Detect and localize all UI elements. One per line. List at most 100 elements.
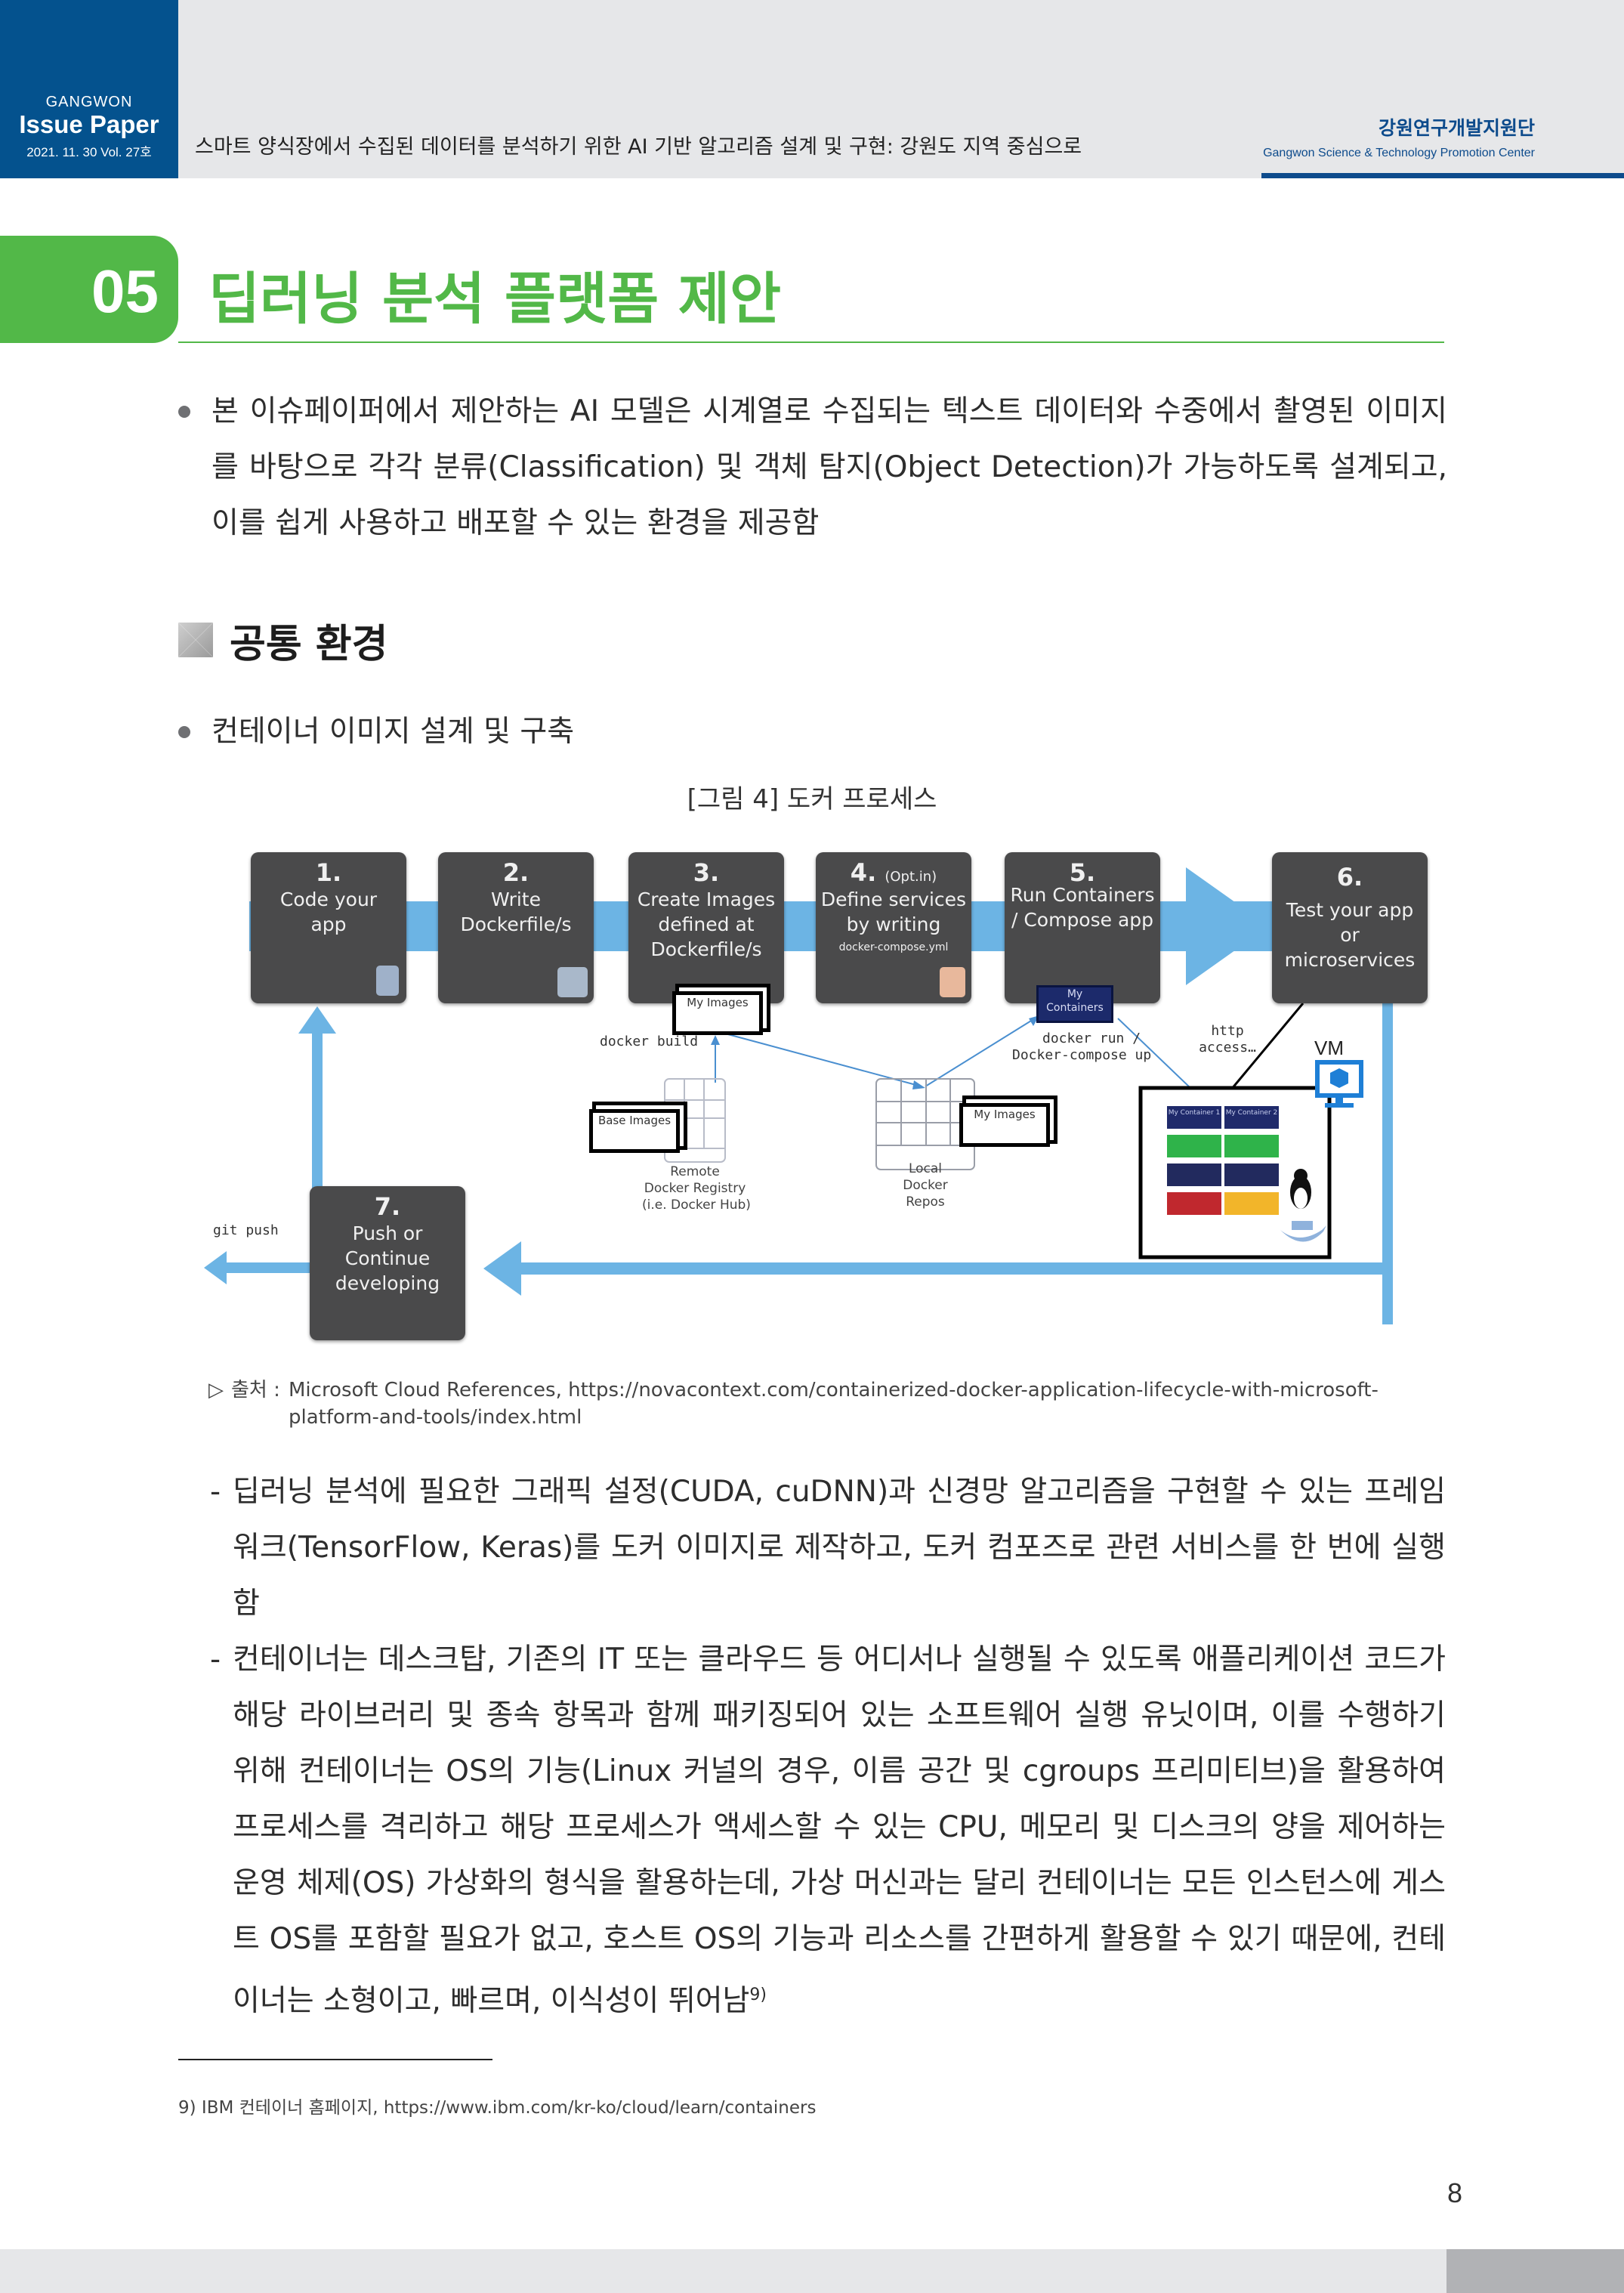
- build-arrowhead-icon: [711, 1035, 720, 1045]
- issue-paper-logo: GANGWON Issue Paper 2021. 11. 30 Vol. 27…: [0, 0, 178, 178]
- step-label: Write Dockerfile/s: [460, 888, 572, 935]
- right-flow-line: [1382, 1003, 1393, 1324]
- docker-whale-icon: [557, 967, 588, 997]
- footer-bar: [0, 2249, 1446, 2293]
- arrow-to-step1-icon: [298, 1006, 336, 1034]
- linux-penguin-icon: [1290, 1169, 1311, 1209]
- section-number: 05: [91, 258, 159, 325]
- local-repo-icon: [875, 1078, 975, 1170]
- arrow-to-step6-icon: [1186, 867, 1269, 985]
- container-1-layer: [1167, 1163, 1221, 1186]
- remote-registry-label: Remote Docker Registry (i.e. Docker Hub): [642, 1163, 751, 1213]
- step-5-box: 5. Run Containers / Compose app: [1005, 852, 1160, 1003]
- dash-marker: -: [210, 1642, 221, 1676]
- page-number: 8: [1447, 2177, 1463, 2208]
- step-label: Run Containers / Compose app: [1010, 884, 1155, 931]
- organization-name-en: Gangwon Science & Technology Promotion C…: [1263, 147, 1535, 159]
- step-number: 1.: [315, 858, 342, 887]
- paragraph-text: 컨테이너는 데스크탑, 기존의 IT 또는 클라우드 등 어디서나 실행될 수 …: [233, 1632, 1446, 2029]
- compose-icon: [940, 967, 965, 997]
- docker-process-diagram: 1. Code your app 2. Write Dockerfile/s 3…: [204, 837, 1443, 1351]
- my-containers-box: My Containers: [1036, 985, 1113, 1023]
- paragraph-1: - 딥러닝 분석에 필요한 그래픽 설정(CUDA, cuDNN)과 신경망 알…: [210, 1464, 1446, 1632]
- section-divider: [178, 341, 1444, 343]
- step-6-box: 6. Test your app or microservices: [1272, 852, 1428, 1003]
- intro-bullet: 본 이슈페이퍼에서 제안하는 AI 모델은 시계열로 수집되는 텍스트 데이터와…: [178, 384, 1447, 558]
- document-icon: [376, 966, 399, 996]
- remote-registry-line: Remote: [670, 1164, 720, 1179]
- to-local-repo-arrowhead-icon: [912, 1080, 925, 1089]
- container-2-layer: [1224, 1106, 1279, 1129]
- bottom-flow-line: [521, 1262, 1393, 1275]
- step-number: 4.: [850, 858, 877, 887]
- paragraph-text: 딥러닝 분석에 필요한 그래픽 설정(CUDA, cuDNN)과 신경망 알고리…: [233, 1475, 1446, 1621]
- source-label: 출처 :: [231, 1379, 280, 1401]
- step-2-box: 2. Write Dockerfile/s: [438, 852, 594, 1003]
- container-1-layer: [1167, 1192, 1221, 1215]
- step-number: 3.: [693, 858, 720, 887]
- step-4-box: 4. (Opt.in) Define services by writing d…: [816, 852, 971, 1003]
- subheading-text: 공통 환경: [230, 622, 388, 667]
- sub-bullet: 컨테이너 이미지 설계 및 구축: [178, 704, 1447, 760]
- footer-bar-accent: [1446, 2249, 1624, 2293]
- source-text: Microsoft Cloud References, https://nova…: [289, 1379, 1379, 1429]
- step-optional: (Opt.in): [885, 869, 937, 885]
- brand-name: Issue Paper: [19, 110, 159, 138]
- container-1-layer: [1167, 1106, 1221, 1129]
- docker-compose-up-label: Docker-compose up: [1012, 1047, 1152, 1063]
- step-7-box: 7. Push or Continue developing: [310, 1186, 465, 1340]
- container-2-layer: [1224, 1163, 1279, 1186]
- docker-build-label: docker build: [600, 1034, 699, 1049]
- sub-bullet-text: 컨테이너 이미지 설계 및 구축: [211, 715, 575, 749]
- git-push-label: git push: [213, 1222, 279, 1238]
- organization-name-ko: 강원연구개발지원단: [1378, 117, 1535, 139]
- bullet-dot-icon: [178, 406, 190, 418]
- intro-bullet-text: 본 이슈페이퍼에서 제안하는 AI 모델은 시계열로 수집되는 텍스트 데이터와…: [211, 394, 1447, 540]
- header-accent-bar: [1261, 173, 1624, 178]
- docker-whale-icon: [1280, 1221, 1326, 1242]
- vm-monitor-icon: [1315, 1060, 1363, 1108]
- paragraph-2: - 컨테이너는 데스크탑, 기존의 IT 또는 클라우드 등 어디서나 실행될 …: [210, 1632, 1446, 2025]
- container-2-label: My Container 2: [1225, 1109, 1278, 1117]
- step-3-box: 3. Create Images defined at Dockerfile/s: [628, 852, 784, 1003]
- organization: 강원연구개발지원단 Gangwon Science & Technology P…: [1263, 113, 1535, 160]
- step-sublabel: docker-compose.yml: [838, 941, 949, 953]
- git-push-line: [219, 1262, 321, 1273]
- remote-registry-line: (i.e. Docker Hub): [642, 1197, 751, 1213]
- square-marker-icon: [178, 623, 213, 657]
- footnote-reference[interactable]: 9): [749, 1986, 767, 2004]
- page-header: GANGWON Issue Paper 2021. 11. 30 Vol. 27…: [0, 0, 1624, 178]
- arrow-to-step7-icon: [483, 1241, 521, 1296]
- source-marker-icon: ▷: [208, 1379, 224, 1401]
- http-label: http: [1211, 1023, 1244, 1039]
- base-images-stack: Base Images: [589, 1109, 680, 1153]
- step-label: Define services by writing: [820, 888, 967, 935]
- section-number-badge: 05: [0, 236, 178, 343]
- figure-caption: [그림 4] 도커 프로세스: [687, 784, 937, 814]
- step-1-box: 1. Code your app: [251, 852, 406, 1003]
- to-local-repo-arrow: [724, 1033, 922, 1087]
- container-2-layer: [1224, 1192, 1279, 1215]
- step-label: Test your app or microservices: [1284, 899, 1416, 971]
- local-repos-line: Repos: [906, 1194, 945, 1210]
- brand-top: GANGWON: [45, 94, 133, 110]
- my-images-stack: My Images: [672, 991, 763, 1035]
- to-containers-arrow: [925, 1018, 1036, 1087]
- container-layers: [1167, 1106, 1279, 1215]
- document-title: 스마트 양식장에서 수집된 데이터를 분석하기 위한 AI 기반 알고리즘 설계…: [195, 135, 1082, 159]
- step-label: Push or Continue developing: [335, 1222, 440, 1294]
- brand-date: 2021. 11. 30 Vol. 27호: [26, 145, 152, 159]
- step-number: 6.: [1336, 863, 1363, 892]
- step-number: 7.: [374, 1192, 401, 1221]
- paragraph-body: 컨테이너는 데스크탑, 기존의 IT 또는 클라우드 등 어디서나 실행될 수 …: [233, 1642, 1446, 2018]
- step-number: 2.: [502, 858, 529, 887]
- container-2-layer: [1224, 1135, 1279, 1157]
- vm-label: VM: [1314, 1037, 1344, 1059]
- local-repos-line: Local: [908, 1161, 943, 1176]
- footnote-9: 9) IBM 컨테이너 홈페이지, https://www.ibm.com/kr…: [178, 2098, 817, 2118]
- dash-marker: -: [210, 1475, 221, 1509]
- container-1-label: My Container 1: [1168, 1109, 1221, 1117]
- step-label: Code your app: [279, 888, 378, 935]
- local-repos-label: Local Docker Repos: [884, 1160, 967, 1210]
- section-title: 딥러닝 분석 플랫폼 제안: [208, 267, 782, 332]
